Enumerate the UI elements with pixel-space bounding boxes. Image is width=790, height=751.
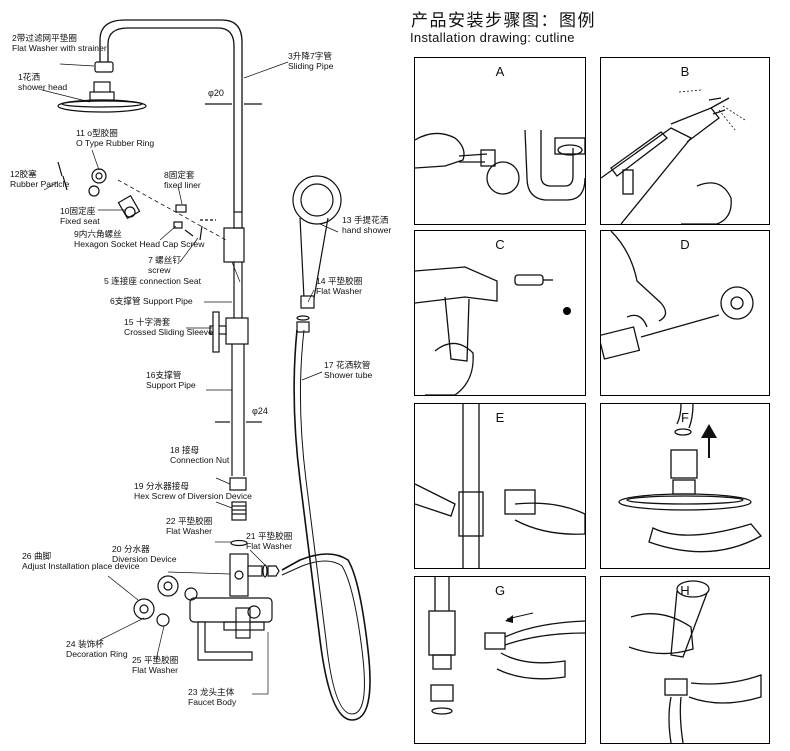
step-panel-b: B: [600, 57, 770, 225]
step-f-illustration: [618, 404, 763, 553]
step-h-illustration: [628, 580, 762, 743]
step-b-illustration: [601, 89, 746, 224]
step-letter: B: [680, 64, 690, 79]
step-panel-f: F: [600, 403, 770, 569]
header-title-cn: 产品安装步骤图：图例: [411, 11, 596, 31]
step-panel-d: D: [600, 230, 770, 396]
step-panel-g: G: [414, 576, 586, 744]
dimension-label: φ20: [208, 88, 224, 98]
step-letter: E: [495, 410, 505, 425]
step-e-illustration: [415, 404, 585, 568]
step-panel-a: A: [414, 57, 586, 225]
dimension-label: φ24: [252, 406, 268, 416]
step-letter: A: [495, 64, 505, 79]
step-d-illustration: [601, 231, 754, 360]
step-letter: H: [680, 583, 690, 598]
step-letter: F: [681, 410, 689, 425]
part-label: 5 连接座 connection Seat: [104, 276, 201, 286]
part-label: 6支撑管 Support Pipe: [110, 296, 193, 306]
step-letter: C: [495, 237, 505, 252]
step-letter: D: [680, 237, 690, 252]
step-g-illustration: [428, 577, 585, 715]
step-panel-h: H: [600, 576, 770, 744]
step-panel-e: E: [414, 403, 586, 569]
step-a-illustration: [415, 129, 585, 201]
step-c-illustration: [415, 266, 571, 395]
step-letter: G: [494, 583, 506, 598]
exploded-parts-drawing: [41, 19, 371, 721]
step-panel-c: C: [414, 230, 586, 396]
header-title-en: Installation drawing: cutline: [410, 30, 575, 45]
